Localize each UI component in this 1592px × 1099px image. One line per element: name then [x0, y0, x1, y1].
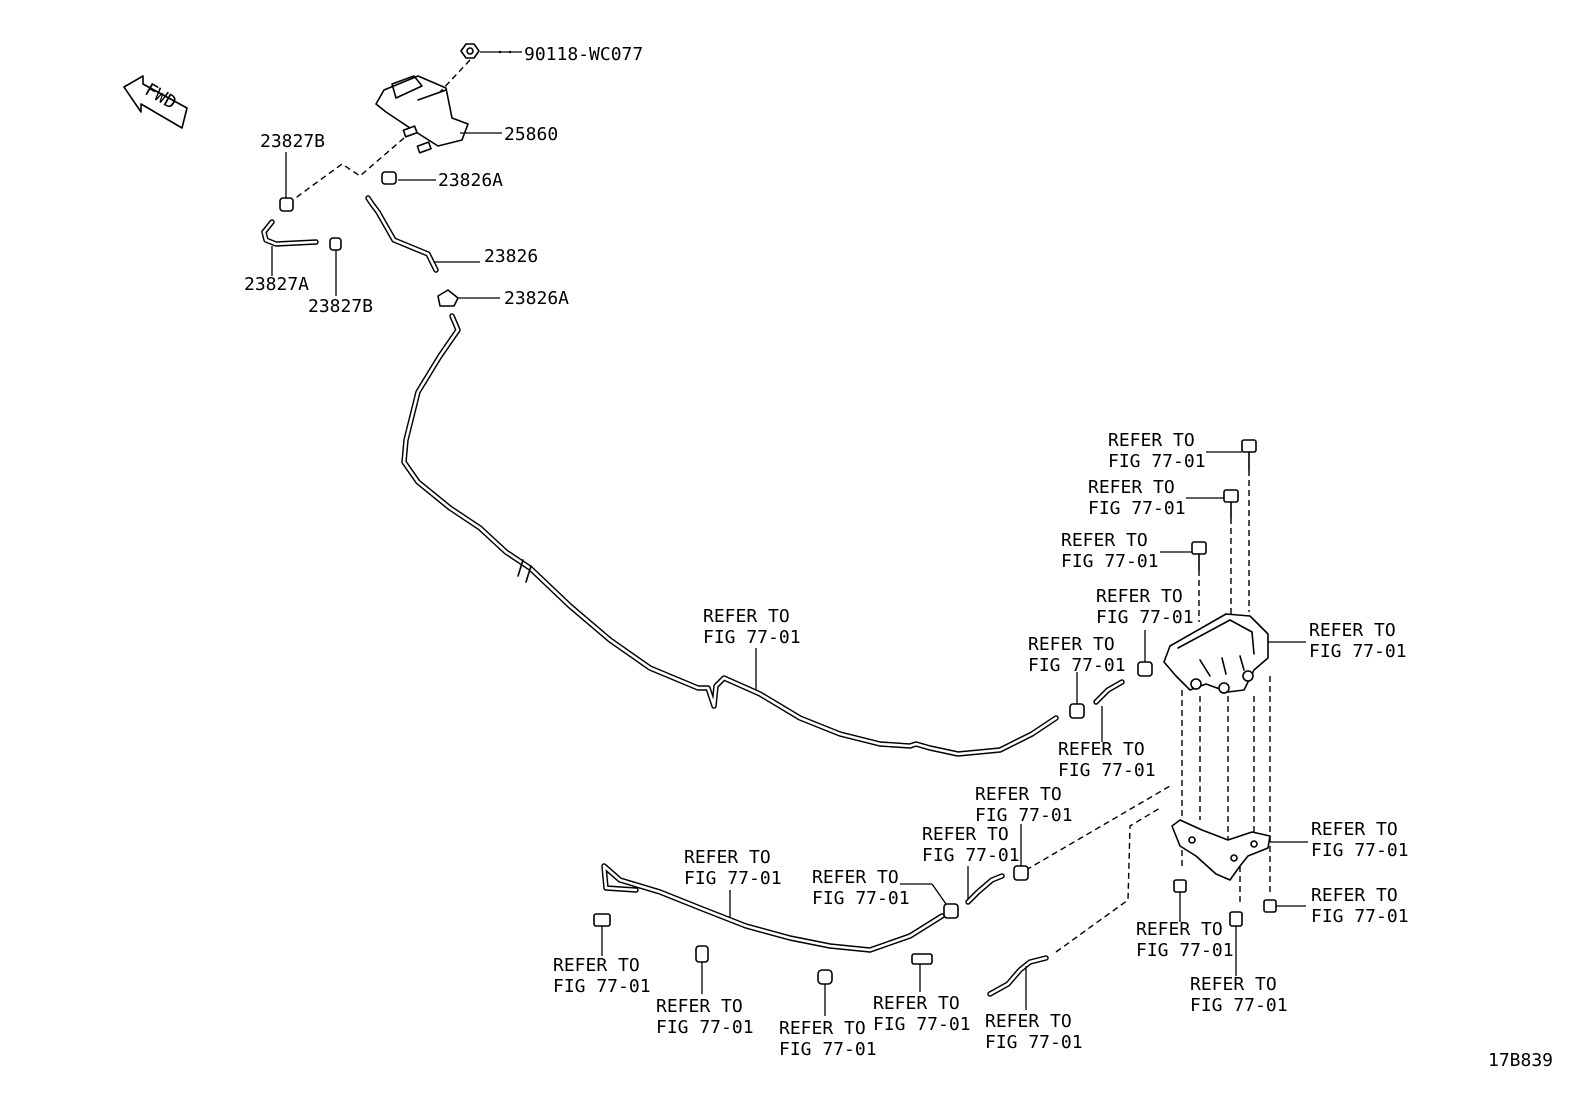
refer-label: FIG 77-01 — [703, 627, 801, 648]
label-clip-23827b-bottom: 23827B — [308, 296, 373, 317]
refer-label: FIG 77-01 — [1061, 551, 1159, 572]
vsv-valve-icon — [375, 75, 469, 154]
refer-label: REFER TO — [779, 1018, 866, 1039]
label-nut: 90118-WC077 — [524, 44, 643, 65]
bolt-icon — [1229, 911, 1243, 927]
refer-label: REFER TO — [1028, 634, 1115, 655]
bolt-icon — [1241, 439, 1257, 471]
refer-label: FIG 77-01 — [985, 1032, 1083, 1053]
clamp-icon — [593, 913, 611, 927]
bracket-icon — [1171, 819, 1271, 881]
clip-icon — [943, 903, 959, 919]
refer-label: FIG 77-01 — [975, 805, 1073, 826]
nut-icon — [460, 43, 480, 59]
refer-label: REFER TO — [1309, 620, 1396, 641]
refer-label: REFER TO — [1190, 974, 1277, 995]
refer-label: FIG 77-01 — [1058, 760, 1156, 781]
vapor-pipe — [401, 313, 1059, 757]
fwd-arrow-icon: FWD — [123, 75, 188, 129]
refer-label: REFER TO — [1058, 739, 1145, 760]
label-vsv: 25860 — [504, 124, 558, 145]
figure-code: 17B839 — [1488, 1050, 1553, 1071]
clip-icon — [437, 289, 459, 307]
charcoal-canister-icon — [1163, 613, 1269, 694]
bolt-icon — [1263, 899, 1277, 913]
label-hose-23826: 23826 — [484, 246, 538, 267]
bolt-icon — [1173, 879, 1187, 893]
refer-label: REFER TO — [922, 824, 1009, 845]
refer-label: FIG 77-01 — [1108, 451, 1206, 472]
label-hose-23827a: 23827A — [244, 274, 309, 295]
refer-label: FIG 77-01 — [1096, 607, 1194, 628]
clamp-icon — [911, 953, 933, 965]
clip-icon — [329, 237, 342, 251]
refer-label: REFER TO — [1061, 530, 1148, 551]
refer-label: REFER TO — [812, 867, 899, 888]
refer-label: FIG 77-01 — [873, 1014, 971, 1035]
refer-label: FIG 77-01 — [1136, 940, 1234, 961]
refer-label: FIG 77-01 — [812, 888, 910, 909]
refer-label: REFER TO — [975, 784, 1062, 805]
refer-label: REFER TO — [656, 996, 743, 1017]
label-clip-23826a-top: 23826A — [438, 170, 503, 191]
clamp-icon — [817, 969, 833, 985]
refer-label: REFER TO — [703, 606, 790, 627]
refer-label: REFER TO — [1311, 819, 1398, 840]
refer-label: REFER TO — [1088, 477, 1175, 498]
refer-label: FIG 77-01 — [1028, 655, 1126, 676]
clip-icon — [1069, 703, 1085, 719]
bolt-icon — [1191, 541, 1207, 571]
refer-label: FIG 77-01 — [553, 976, 651, 997]
clip-icon — [1013, 865, 1029, 881]
clip-icon — [381, 171, 397, 185]
refer-label: FIG 77-01 — [1311, 906, 1409, 927]
refer-label: FIG 77-01 — [1309, 641, 1407, 662]
bolt-icon — [1223, 489, 1239, 519]
clip-icon — [1137, 661, 1153, 677]
refer-label: REFER TO — [873, 993, 960, 1014]
clamp-icon — [695, 945, 709, 963]
refer-label: REFER TO — [684, 847, 771, 868]
refer-label: REFER TO — [985, 1011, 1072, 1032]
refer-label: FIG 77-01 — [656, 1017, 754, 1038]
refer-label: FIG 77-01 — [684, 868, 782, 889]
vapor-pipe — [601, 863, 945, 953]
refer-label: FIG 77-01 — [779, 1039, 877, 1060]
refer-label: REFER TO — [1136, 919, 1223, 940]
label-clip-23826a-bottom: 23826A — [504, 288, 569, 309]
refer-label: REFER TO — [1096, 586, 1183, 607]
refer-label: REFER TO — [1108, 430, 1195, 451]
refer-label: REFER TO — [553, 955, 640, 976]
refer-label: FIG 77-01 — [1088, 498, 1186, 519]
refer-label: FIG 77-01 — [922, 845, 1020, 866]
clip-icon — [279, 197, 294, 212]
refer-label: REFER TO — [1311, 885, 1398, 906]
refer-label: FIG 77-01 — [1311, 840, 1409, 861]
label-clip-23827b-top: 23827B — [260, 131, 325, 152]
refer-label: FIG 77-01 — [1190, 995, 1288, 1016]
